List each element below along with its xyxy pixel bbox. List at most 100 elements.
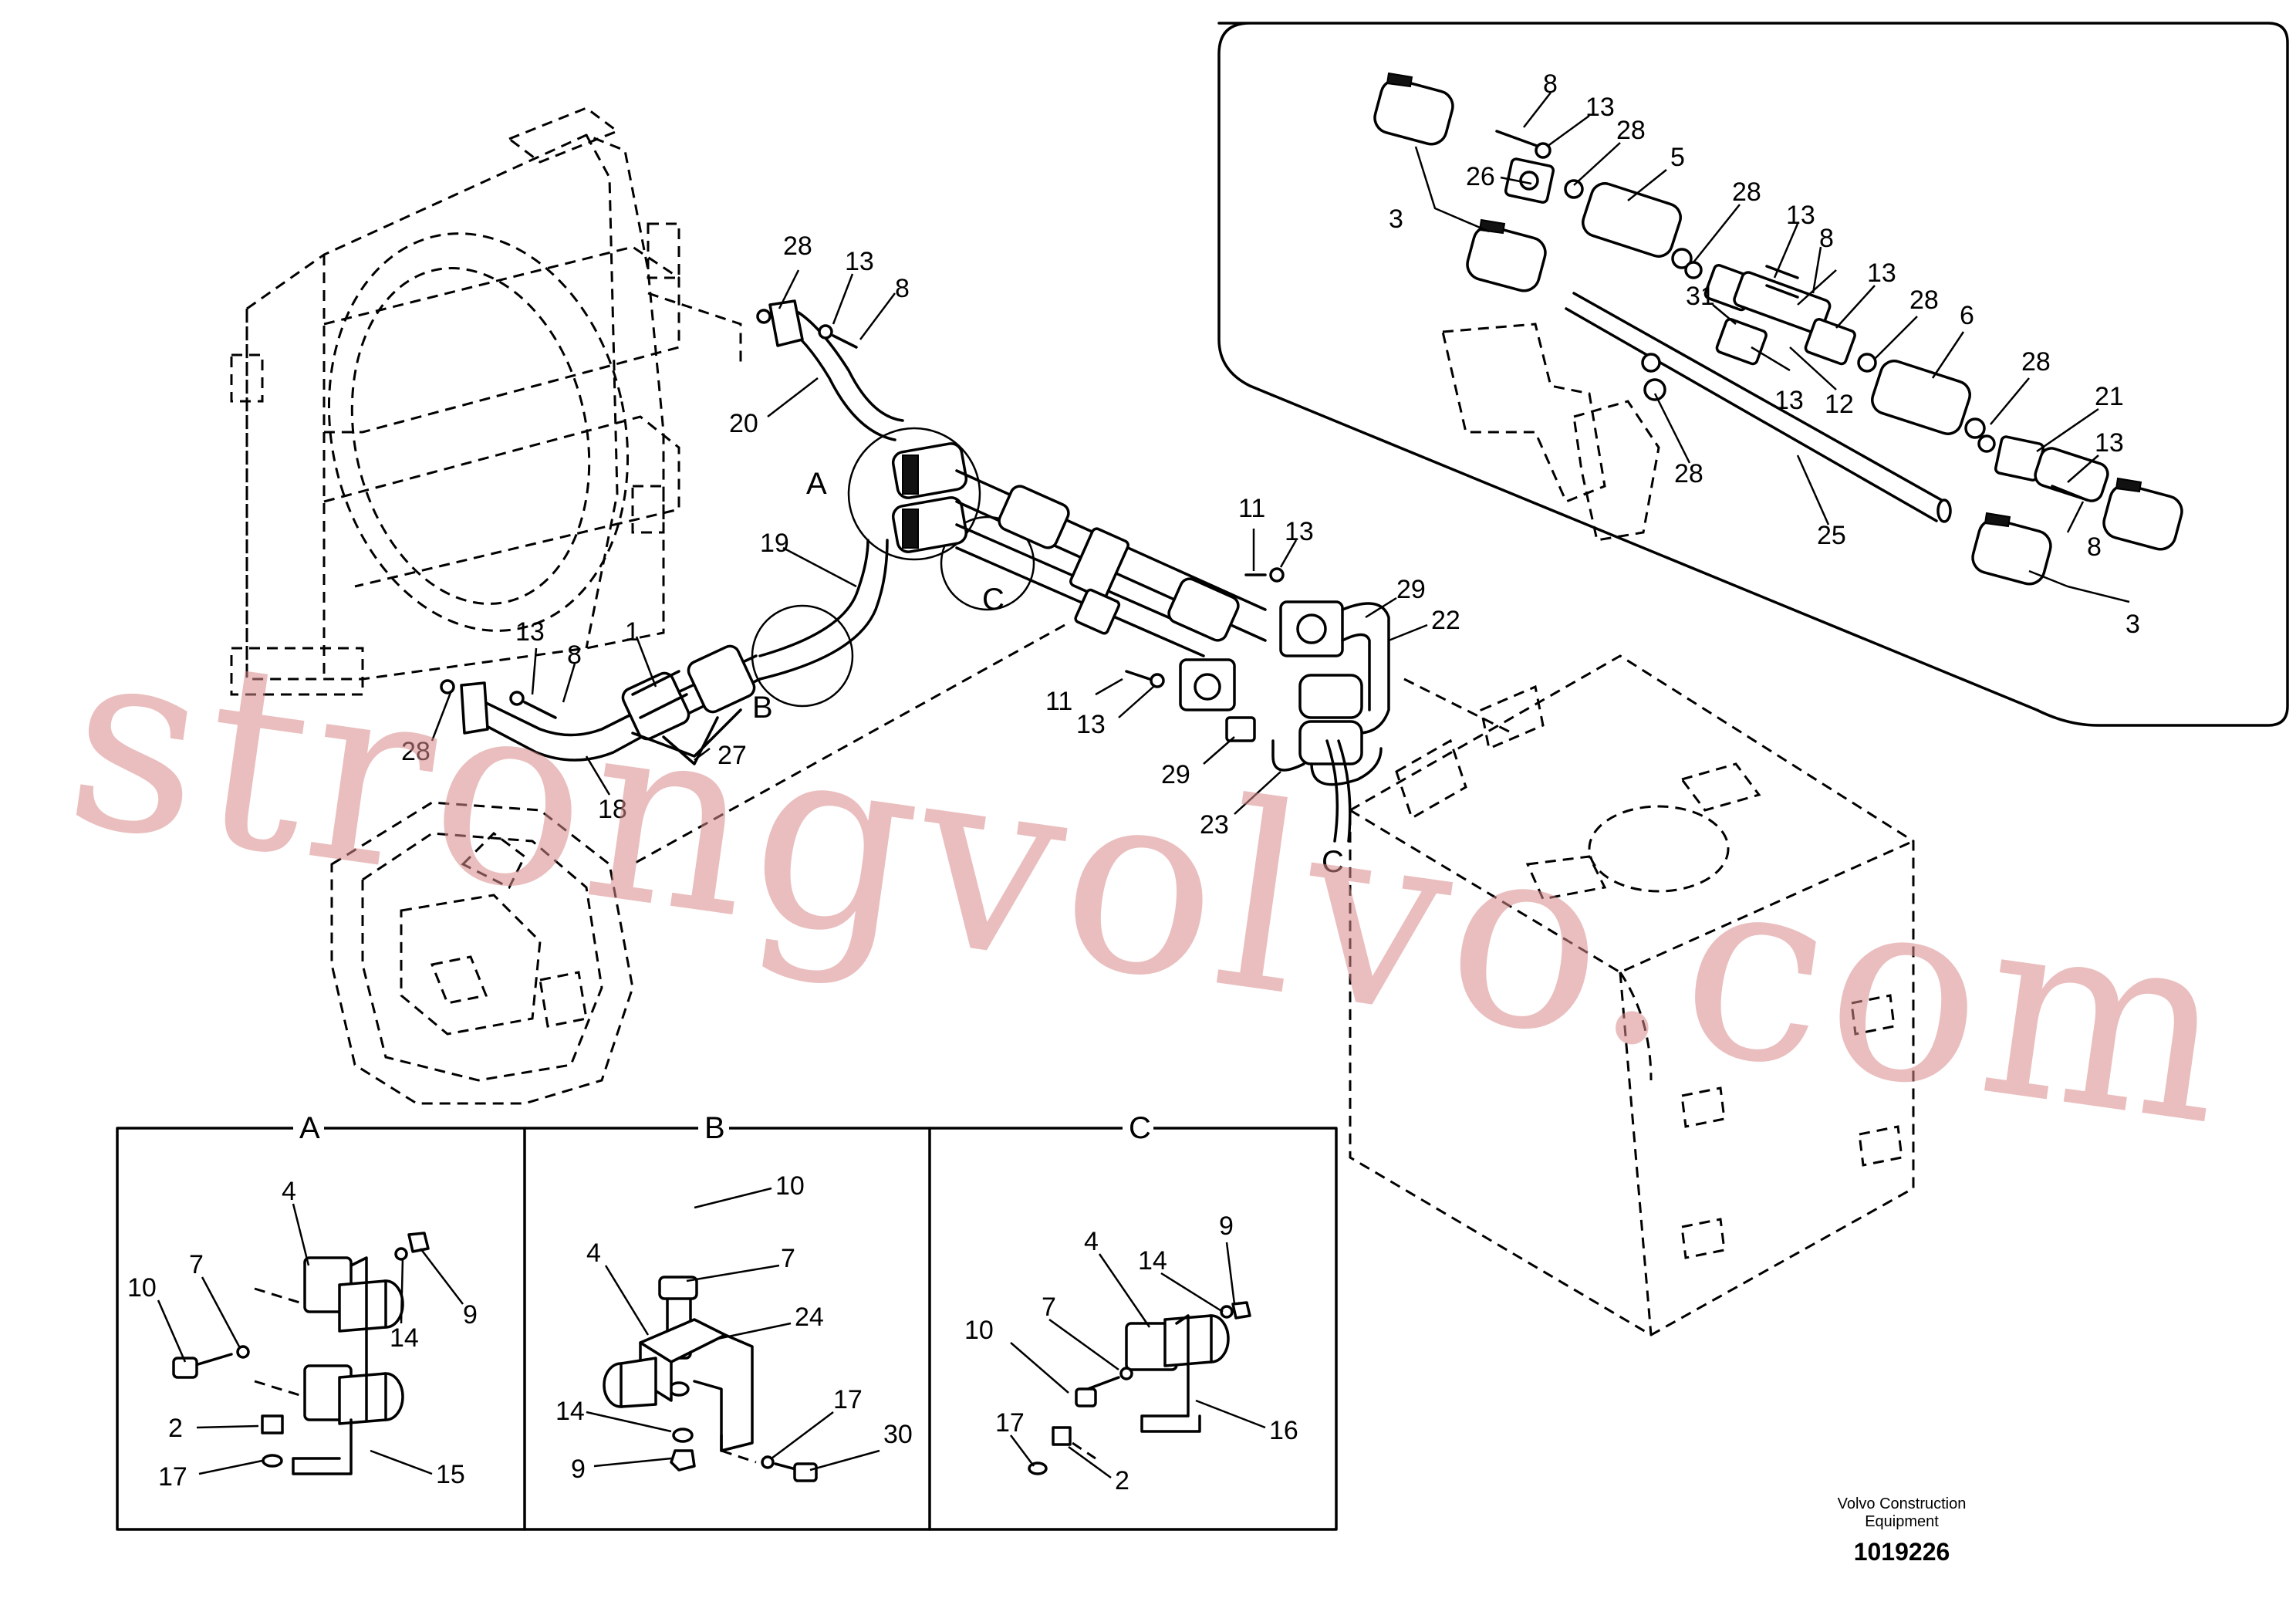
publisher-line2: Equipment: [1865, 1513, 1939, 1530]
detail-b-callout-7: 7: [781, 1244, 795, 1273]
callout-28: 28: [401, 737, 430, 766]
inset-callout-8: 8: [1819, 224, 1834, 253]
detail-a-callout-10: 10: [127, 1273, 157, 1303]
detail-b-callout-17: 17: [833, 1385, 863, 1414]
inset-couplings-3: [1373, 72, 2183, 586]
detail-a-callout-15: 15: [436, 1460, 465, 1489]
inset-callout-3: 3: [2125, 610, 2140, 639]
inset-callout-13: 13: [1585, 93, 1615, 122]
inset-callout-8: 8: [1543, 69, 1558, 99]
detail-b-labels: B 10 7 4 24 17 14 30 9: [555, 1111, 913, 1484]
callout-11: 11: [1238, 494, 1265, 523]
detail-c-title: C: [1129, 1111, 1151, 1145]
assembly-line-1: [632, 623, 1065, 866]
detail-b-callout-24: 24: [795, 1303, 824, 1332]
detail-c-callout-16: 16: [1269, 1416, 1298, 1445]
callout-29: 29: [1396, 575, 1426, 604]
detail-b-callout-10: 10: [775, 1171, 805, 1201]
inset-callout-3: 3: [1389, 204, 1403, 234]
callout-27: 27: [718, 741, 747, 770]
detail-a-callout-9: 9: [463, 1300, 478, 1330]
inset-callout-26: 26: [1466, 162, 1495, 191]
callout-8: 8: [895, 274, 910, 303]
callout-detail-c: C: [982, 583, 1004, 617]
detail-c-callout-14: 14: [1138, 1246, 1167, 1276]
inset-callout-28: 28: [2021, 347, 2051, 377]
detail-c-clamp: [1028, 1301, 1251, 1475]
detail-c-labels: C 9 4 14 10 7 16 17 2: [964, 1111, 1298, 1495]
inset-callout-13: 13: [2095, 428, 2124, 458]
detail-c-callout-17: 17: [995, 1408, 1025, 1438]
detail-marker-a: [847, 427, 981, 561]
inset-callout-28: 28: [1616, 116, 1646, 145]
inset-callout-13: 13: [1786, 201, 1815, 230]
callout-detail-a: A: [806, 467, 827, 501]
inset-panel: [1217, 22, 2289, 727]
callout-20: 20: [729, 409, 758, 438]
inset-callout-31: 31: [1686, 282, 1715, 311]
detail-boxes: [116, 1117, 1338, 1531]
inset-callouts: 8 13 28 5 26 3 28 13 8 13 31 28 6 13 12 …: [1389, 69, 2140, 639]
detail-a-callout-17: 17: [158, 1462, 187, 1492]
callout-13: 13: [845, 247, 874, 276]
callout-13: 13: [515, 617, 545, 647]
callout-hose-c: C: [1322, 845, 1344, 879]
detail-a-callout-7: 7: [189, 1250, 204, 1279]
main-callouts: 28 13 8 20 A C 19 11 13 29 22 13 8 1 B 1…: [401, 231, 1460, 879]
inset-callout-12: 12: [1825, 390, 1854, 419]
inset-callout-6: 6: [1960, 301, 1974, 330]
callout-11: 11: [1045, 687, 1072, 716]
callout-28: 28: [783, 231, 812, 261]
detail-marker-c1: [940, 515, 1035, 611]
publisher-block: Volvo Construction Equipment 1019226: [1838, 1495, 1967, 1566]
detail-a-callout-2: 2: [168, 1414, 183, 1443]
callout-detail-b: B: [752, 691, 773, 725]
detail-a-callout-14: 14: [390, 1323, 419, 1353]
detail-c-callout-9: 9: [1219, 1211, 1234, 1241]
detail-b-callout-14: 14: [555, 1397, 585, 1426]
inset-callout-25: 25: [1817, 521, 1846, 550]
inset-frame: [1217, 22, 2289, 727]
inset-callout-28: 28: [1732, 177, 1761, 207]
callout-29: 29: [1161, 760, 1190, 789]
callout-23: 23: [1200, 810, 1229, 840]
detail-leaders: [157, 1187, 1266, 1479]
control-valve: [330, 801, 634, 1105]
watermark: strongvolvo.com: [53, 586, 2249, 1183]
detail-a-title: A: [299, 1111, 320, 1145]
callout-13: 13: [1076, 710, 1106, 739]
callout-18: 18: [598, 795, 627, 824]
inset-callout-28: 28: [1909, 286, 1939, 315]
assembly-line-2: [1403, 678, 1513, 735]
callout-1: 1: [625, 617, 640, 647]
detail-c-callout-7: 7: [1042, 1293, 1056, 1322]
inset-callout-13: 13: [1867, 259, 1896, 288]
main-leaders: [430, 269, 1428, 815]
detail-b-callout-30: 30: [883, 1420, 913, 1449]
pipe-assembly: [440, 299, 1390, 843]
detail-b-callout-4: 4: [586, 1238, 601, 1268]
inset-callout-21: 21: [2095, 382, 2124, 411]
inset-callout-13: 13: [1774, 386, 1804, 415]
detail-b-title: B: [704, 1111, 725, 1145]
detail-c-callout-2: 2: [1115, 1466, 1129, 1495]
radiator-cooler: [230, 106, 742, 696]
callout-13: 13: [1285, 517, 1314, 546]
detail-c-callout-4: 4: [1084, 1227, 1099, 1256]
callout-8: 8: [567, 640, 582, 670]
inset-callout-8: 8: [2087, 532, 2102, 562]
callout-22: 22: [1431, 606, 1460, 635]
hydraulic-tank: [1349, 654, 1915, 1336]
detail-a-callout-4: 4: [282, 1177, 296, 1206]
publisher-line1: Volvo Construction: [1838, 1495, 1967, 1512]
detail-marker-b: [751, 604, 854, 708]
detail-c-callout-10: 10: [964, 1316, 994, 1345]
inset-callout-5: 5: [1670, 143, 1685, 172]
detail-a-clamp: [172, 1232, 430, 1475]
detail-b-clamp: [603, 1276, 818, 1482]
inset-leaders: [1414, 92, 2130, 603]
detail-b-callout-9: 9: [571, 1455, 586, 1484]
drawing-number: 1019226: [1854, 1538, 1950, 1566]
inset-callout-28: 28: [1674, 459, 1703, 488]
